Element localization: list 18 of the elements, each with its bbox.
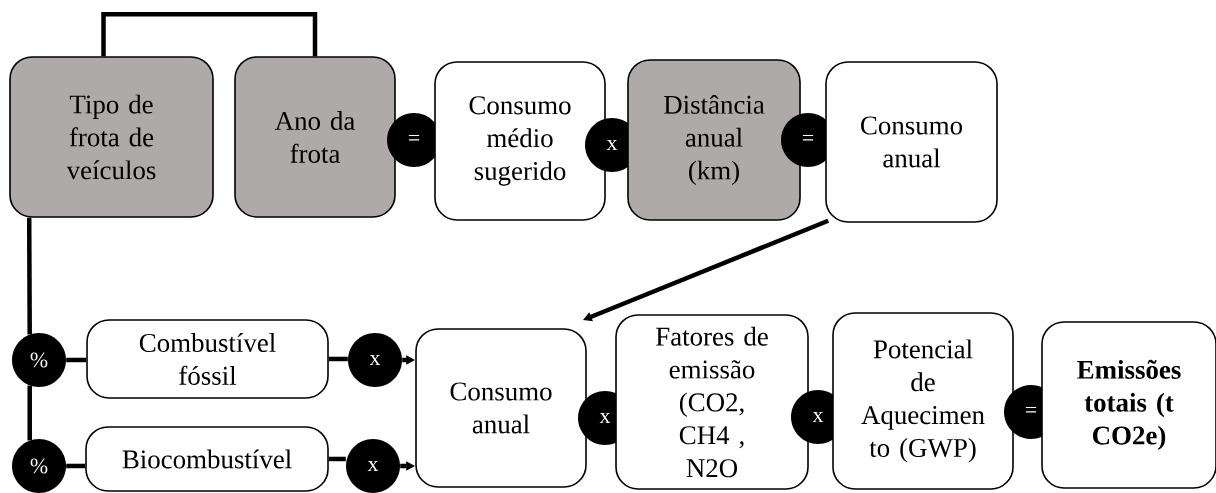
connector-line — [26, 217, 32, 335]
process-box: Combustível fóssil — [86, 319, 329, 399]
input-box: Distância anual (km) — [627, 59, 801, 221]
process-box: Consumo anual — [825, 61, 998, 223]
connector-line — [66, 357, 87, 363]
process-box: Emissões totais (t CO2e) — [1041, 321, 1216, 489]
process-box: Biocombustível — [85, 426, 329, 492]
input-box: Ano da frota — [234, 56, 396, 218]
process-box: Consumo médio sugerido — [434, 61, 606, 221]
connector-line — [27, 385, 32, 441]
process-box: Fatores de emissão (CO2, CH4 , N2O — [615, 314, 809, 490]
process-box: Consumo anual — [415, 328, 587, 488]
connector-line — [66, 463, 86, 469]
connector-line — [328, 456, 346, 462]
connector-line — [328, 356, 348, 362]
process-box: Potencial de Aquecimen to (GWP) — [832, 312, 1014, 490]
connector-line — [101, 11, 318, 57]
input-box: Tipo de frota de veículos — [9, 56, 214, 218]
